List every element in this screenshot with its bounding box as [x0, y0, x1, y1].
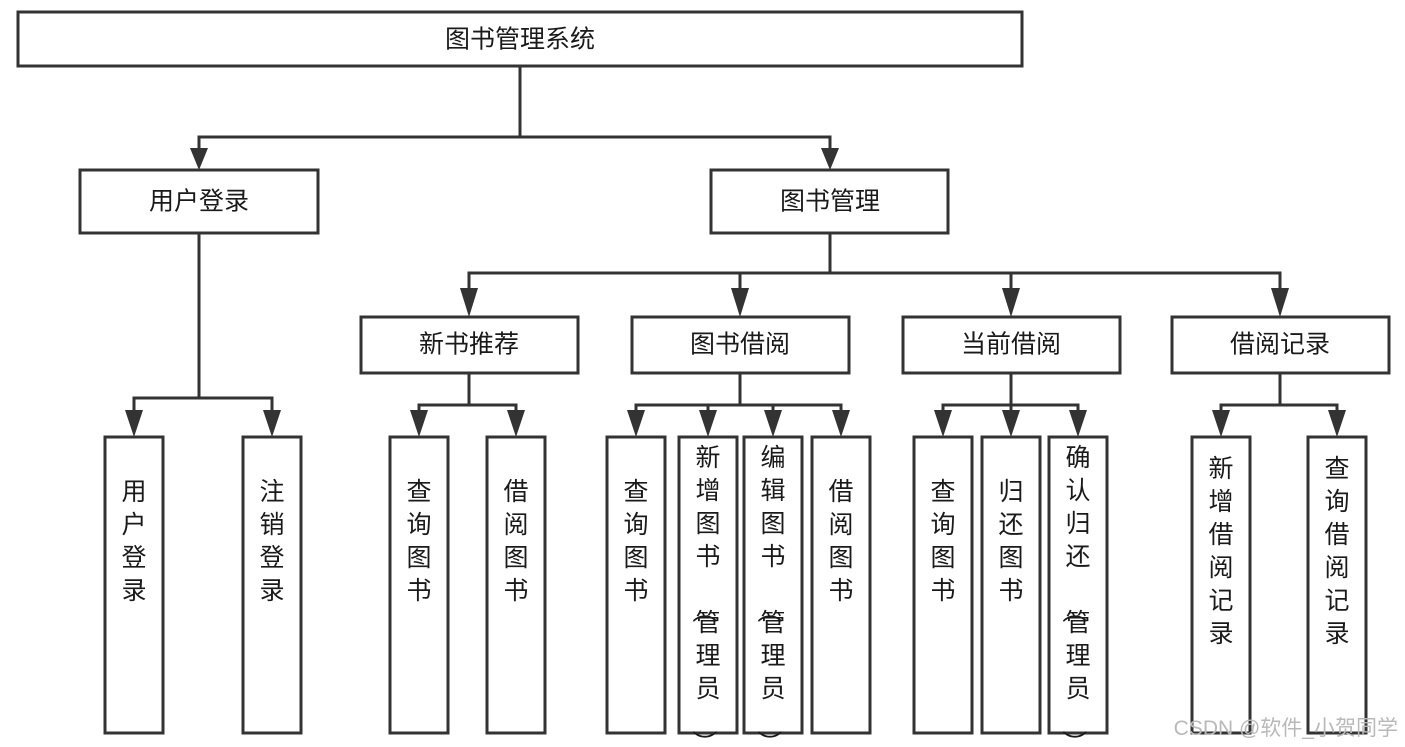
node-leaf-borrow-book-1[interactable]: 借阅图书 — [485, 435, 547, 735]
node-leaf-query-book-1-label: 查询图书 — [406, 478, 431, 605]
node-leaf-confirm-return-label: 确认归还（管理员） — [1059, 444, 1090, 747]
node-leaf-user-logout-label: 注销登录 — [259, 478, 284, 605]
node-leaf-add-record-box[interactable] — [1190, 435, 1252, 735]
node-leaf-borrow-book-2-box[interactable] — [810, 435, 872, 735]
node-book-borrow-label: 图书借阅 — [690, 331, 790, 359]
node-leaf-add-book-box[interactable] — [677, 435, 739, 735]
node-current-borrow-label: 当前借阅 — [961, 331, 1061, 359]
node-leaf-query-book-3[interactable]: 查询图书 — [912, 435, 974, 735]
arrow-to-leaf-query-book-2 — [627, 410, 645, 437]
arrow-to-leaf-add-book — [699, 410, 717, 437]
node-user-login[interactable]: 用户登录 — [78, 168, 320, 235]
node-leaf-add-book-label: 新增图书（管理员） — [689, 444, 720, 747]
node-leaf-user-login[interactable]: 用户登录 — [103, 435, 165, 735]
node-leaf-query-book-2-box[interactable] — [605, 435, 667, 735]
node-leaf-borrow-book-2[interactable]: 借阅图书 — [810, 435, 872, 735]
arrow-to-leaf-query-book-1 — [410, 410, 428, 437]
node-leaf-confirm-return-box[interactable] — [1047, 435, 1109, 735]
node-leaf-query-book-1[interactable]: 查询图书 — [388, 435, 450, 735]
node-leaf-borrow-book-1-box[interactable] — [485, 435, 547, 735]
node-borrow-record[interactable]: 借阅记录 — [1170, 315, 1391, 375]
node-leaf-return-book-label: 归还图书 — [998, 478, 1023, 605]
node-leaf-edit-book-box[interactable] — [742, 435, 804, 735]
arrow-to-leaf-borrow-book-2 — [832, 410, 850, 437]
node-borrow-record-box[interactable] — [1170, 315, 1391, 375]
arrow-to-leaf-user-logout — [263, 410, 281, 437]
node-leaf-user-login-label: 用户登录 — [121, 478, 146, 605]
edge-layer — [125, 64, 1346, 437]
node-book-borrow[interactable]: 图书借阅 — [630, 315, 851, 375]
node-user-login-label: 用户登录 — [149, 188, 249, 216]
node-leaf-return-book-box[interactable] — [980, 435, 1042, 735]
node-leaf-query-book-2[interactable]: 查询图书 — [605, 435, 667, 735]
node-borrow-record-label: 借阅记录 — [1230, 331, 1330, 359]
node-current-borrow-box[interactable] — [901, 315, 1122, 375]
arrow-to-leaf-user-login — [125, 410, 143, 437]
arrow-to-book-borrow — [731, 288, 749, 317]
node-leaf-user-logout[interactable]: 注销登录 — [241, 435, 303, 735]
node-leaf-borrow-book-1-label: 借阅图书 — [503, 478, 528, 605]
node-leaf-return-book[interactable]: 归还图书 — [980, 435, 1042, 735]
node-book-manage-label: 图书管理 — [780, 188, 880, 216]
node-leaf-add-record-label: 新增借阅记录 — [1208, 455, 1233, 648]
node-root-label: 图书管理系统 — [445, 26, 595, 54]
node-leaf-query-book-3-box[interactable] — [912, 435, 974, 735]
node-new-book-rec-label: 新书推荐 — [419, 331, 519, 359]
arrow-to-borrow-record — [1271, 288, 1289, 317]
node-current-borrow[interactable]: 当前借阅 — [901, 315, 1122, 375]
node-new-book-rec[interactable]: 新书推荐 — [359, 315, 580, 375]
arrow-to-leaf-confirm-return — [1069, 410, 1087, 437]
node-leaf-query-book-1-box[interactable] — [388, 435, 450, 735]
node-book-borrow-box[interactable] — [630, 315, 851, 375]
node-leaf-add-record[interactable]: 新增借阅记录 — [1190, 435, 1252, 735]
arrow-root-to-book-manage — [821, 148, 839, 170]
node-leaf-edit-book[interactable]: 编辑图书（管理员） — [742, 435, 804, 747]
arrow-to-leaf-return-book — [1002, 410, 1020, 437]
arrow-root-to-user-login — [190, 148, 208, 170]
node-book-manage-box[interactable] — [709, 168, 950, 235]
arrow-to-leaf-query-book-3 — [934, 410, 952, 437]
node-new-book-rec-box[interactable] — [359, 315, 580, 375]
node-leaf-edit-book-label: 编辑图书（管理员） — [754, 444, 785, 747]
node-leaf-add-book[interactable]: 新增图书（管理员） — [677, 435, 739, 747]
watermark-label: CSDN @软件_小贺同学 — [1174, 717, 1398, 740]
arrow-to-leaf-edit-book — [764, 410, 782, 437]
arrow-to-leaf-add-record — [1212, 410, 1230, 437]
arrow-to-leaf-query-record — [1328, 410, 1346, 437]
node-user-login-box[interactable] — [78, 168, 320, 235]
node-leaf-borrow-book-2-label: 借阅图书 — [828, 478, 853, 605]
node-leaf-confirm-return[interactable]: 确认归还（管理员） — [1047, 435, 1109, 747]
arrow-to-new-book-rec — [460, 288, 478, 317]
node-leaf-query-record[interactable]: 查询借阅记录 — [1306, 435, 1368, 735]
node-book-manage[interactable]: 图书管理 — [709, 168, 950, 235]
arrow-to-current-borrow — [1002, 288, 1020, 317]
arrow-to-leaf-borrow-book-1 — [507, 410, 525, 437]
node-leaf-query-record-box[interactable] — [1306, 435, 1368, 735]
node-leaf-user-logout-box[interactable] — [241, 435, 303, 735]
node-root[interactable]: 图书管理系统 — [16, 10, 1024, 68]
node-leaf-query-book-2-label: 查询图书 — [623, 478, 648, 605]
node-leaf-query-book-3-label: 查询图书 — [930, 478, 955, 605]
node-leaf-user-login-box[interactable] — [103, 435, 165, 735]
node-root-box[interactable] — [16, 10, 1024, 68]
leaf-nodes-layer: 用户登录 注销登录 查询图书 借阅图书 查询图书 新增图书（管理员） — [103, 435, 1368, 747]
node-leaf-query-record-label: 查询借阅记录 — [1324, 455, 1349, 648]
